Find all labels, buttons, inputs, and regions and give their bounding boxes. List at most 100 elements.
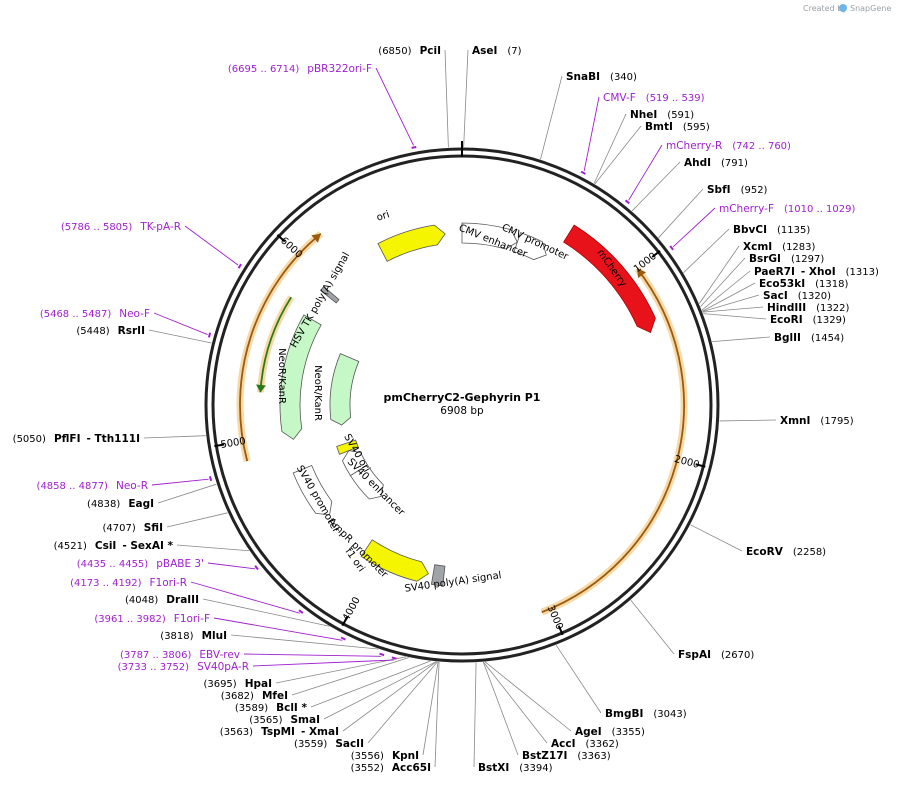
primer-site[interactable]: (3787 .. 3806)EBV-rev xyxy=(120,649,385,661)
primer-name: CMV-F xyxy=(603,92,636,104)
site-name: XmnI xyxy=(780,415,810,427)
restriction-site[interactable]: EcoRV(2258) xyxy=(690,524,826,558)
primer-site[interactable]: (4858 .. 4877)Neo-R xyxy=(37,476,213,492)
restriction-site[interactable]: BmtI(595) xyxy=(594,121,710,185)
restriction-site[interactable]: AseI(7) xyxy=(463,45,522,148)
site-name: BclI * xyxy=(276,702,307,714)
restriction-site[interactable]: (3682)MfeI xyxy=(221,657,410,702)
restriction-site[interactable]: BstXI(3394) xyxy=(473,662,553,774)
restriction-site[interactable]: BmgBI(3043) xyxy=(555,644,687,720)
site-position: (2258) xyxy=(793,547,826,558)
restriction-site[interactable]: SnaBI(340) xyxy=(540,71,638,160)
site-leader-line xyxy=(701,270,751,311)
site-position: (3589) xyxy=(235,703,268,714)
primer-site[interactable]: (3961 .. 3982)F1ori-F xyxy=(94,613,346,641)
site-name: CsiI xyxy=(95,540,116,552)
site-position: (1318) xyxy=(815,279,848,290)
restriction-site[interactable]: (3818)MluI xyxy=(160,630,379,650)
primer-site[interactable]: CMV-F(519 .. 539) xyxy=(580,92,705,175)
primer-label: mCherry-F(1010 .. 1029) xyxy=(719,203,855,215)
primer-marker xyxy=(340,636,346,641)
restriction-site[interactable]: (5050)PflFI- Tth111I xyxy=(13,433,206,445)
primer-range: (742 .. 760) xyxy=(732,141,791,152)
site-label: BbvCI(1135) xyxy=(733,224,810,236)
restriction-site[interactable]: (3552)Acc65I xyxy=(351,661,440,774)
restriction-site[interactable]: FspAI(2670) xyxy=(630,599,755,661)
restriction-sites: (6850)PciI AseI(7) SnaBI(340) NheI(591)BmtI… xyxy=(13,45,879,774)
restriction-site[interactable]: (3565)SmaI xyxy=(249,661,437,726)
restriction-site[interactable]: SacI(1320) xyxy=(702,290,832,313)
primer-site[interactable]: (4173 .. 4192)F1ori-R xyxy=(70,577,304,614)
restriction-site[interactable]: (4521)CsiI- SexAI * xyxy=(54,540,250,552)
restriction-site[interactable]: (4048)DraIII xyxy=(125,594,330,627)
primer-marker xyxy=(624,199,630,205)
restriction-site[interactable]: AhdI(791) xyxy=(631,157,748,212)
restriction-site[interactable]: SbfI(952) xyxy=(658,184,768,239)
feature-arrow xyxy=(292,465,333,516)
site-leader-line xyxy=(166,512,228,528)
primer-site[interactable]: (5786 .. 5805)TK-pA-R xyxy=(61,221,242,269)
site-leader-line xyxy=(342,661,437,732)
feature-arrow xyxy=(349,464,384,500)
feature-arrow xyxy=(320,286,340,304)
site-label: (4521)CsiI- SexAI * xyxy=(54,540,174,552)
restriction-site[interactable]: (3695)HpaI xyxy=(203,656,406,690)
site-label: SacI(1320) xyxy=(763,290,831,302)
site-name: PflFI xyxy=(54,433,81,445)
feature-label: ori xyxy=(375,209,391,223)
primer-site[interactable]: (6695 .. 6714)pBR322ori-F xyxy=(228,63,417,149)
site-position: (3565) xyxy=(249,715,282,726)
tick-label: 1000 xyxy=(632,251,659,275)
site-name: AccI xyxy=(551,738,575,750)
site-label: FspAI(2670) xyxy=(678,649,754,661)
restriction-site[interactable]: AgeI(3355) xyxy=(484,661,645,738)
site-leader-line xyxy=(555,644,602,714)
plasmid-size: 6908 bp xyxy=(440,405,484,417)
site-position: (3556) xyxy=(351,751,384,762)
feature-arrow xyxy=(341,450,368,477)
primer-sites: (6695 .. 6714)pBR322ori-F CMV-F(519 .. 53… xyxy=(37,63,856,673)
site-leader-line xyxy=(594,125,642,185)
primer-site[interactable]: mCherry-R(742 .. 760) xyxy=(624,140,792,205)
restriction-site[interactable]: BsrGI(1297) xyxy=(700,253,825,307)
primer-name: F1ori-F xyxy=(174,613,210,625)
site-name: AseI xyxy=(472,45,497,57)
restriction-site[interactable]: XcmI(1283) xyxy=(698,241,816,304)
site-leader-line xyxy=(176,544,250,552)
primer-site[interactable]: (5468 .. 5487)Neo-F xyxy=(40,308,212,338)
primer-leader-line xyxy=(672,207,716,248)
outer-feature-arrowhead xyxy=(311,233,321,243)
restriction-site[interactable]: EcoRI(1329) xyxy=(703,313,846,326)
site-name: SbfI xyxy=(707,184,731,196)
restriction-site[interactable]: NheI(591) xyxy=(593,109,694,184)
restriction-site[interactable]: XmnI(1795) xyxy=(719,415,854,427)
restriction-site[interactable]: HindIII(1322) xyxy=(702,302,850,314)
restriction-site[interactable]: (3589) BclI * xyxy=(235,660,431,714)
site-label: AseI(7) xyxy=(472,45,522,57)
restriction-site[interactable]: BglII(1454) xyxy=(712,332,844,344)
feature-arrow xyxy=(329,353,360,426)
feature-arrow xyxy=(563,224,656,333)
restriction-site[interactable]: (4838)EagI xyxy=(87,483,217,510)
primer-site[interactable]: mCherry-F(1010 .. 1029) xyxy=(669,203,855,251)
primer-site[interactable]: (4435 .. 4455)pBABE 3' xyxy=(77,558,259,571)
restriction-site[interactable]: BstZ17I(3363) xyxy=(482,661,611,762)
credit-brand: SnapGene xyxy=(850,4,891,13)
restriction-site[interactable]: (4707)SfiI xyxy=(102,512,228,534)
primer-leader-line xyxy=(375,67,414,146)
restriction-site[interactable]: PaeR7I- XhoI(1313) xyxy=(701,266,879,311)
primer-range: (6695 .. 6714) xyxy=(228,64,300,75)
restriction-site[interactable]: (3559)SacII xyxy=(294,661,438,750)
primer-marker xyxy=(207,332,212,338)
restriction-site[interactable]: Eco53kI(1318) xyxy=(702,278,848,312)
restriction-site[interactable]: (6850)PciI xyxy=(378,45,449,148)
primer-site[interactable]: (3733 .. 3752)SV40pA-R xyxy=(118,656,397,673)
restriction-site[interactable]: (3563)TspMI- XmaI xyxy=(220,661,437,738)
site-leader-line xyxy=(630,599,675,655)
restriction-site[interactable]: AccI(3362) xyxy=(483,661,619,750)
restriction-site[interactable]: BbvCI(1135) xyxy=(683,224,810,273)
restriction-site[interactable]: (3556)KpnI xyxy=(351,661,439,762)
site-name: HpaI xyxy=(245,678,272,690)
restriction-site[interactable]: (5448)RsrII xyxy=(76,325,212,344)
site-label: SnaBI(340) xyxy=(566,71,637,83)
